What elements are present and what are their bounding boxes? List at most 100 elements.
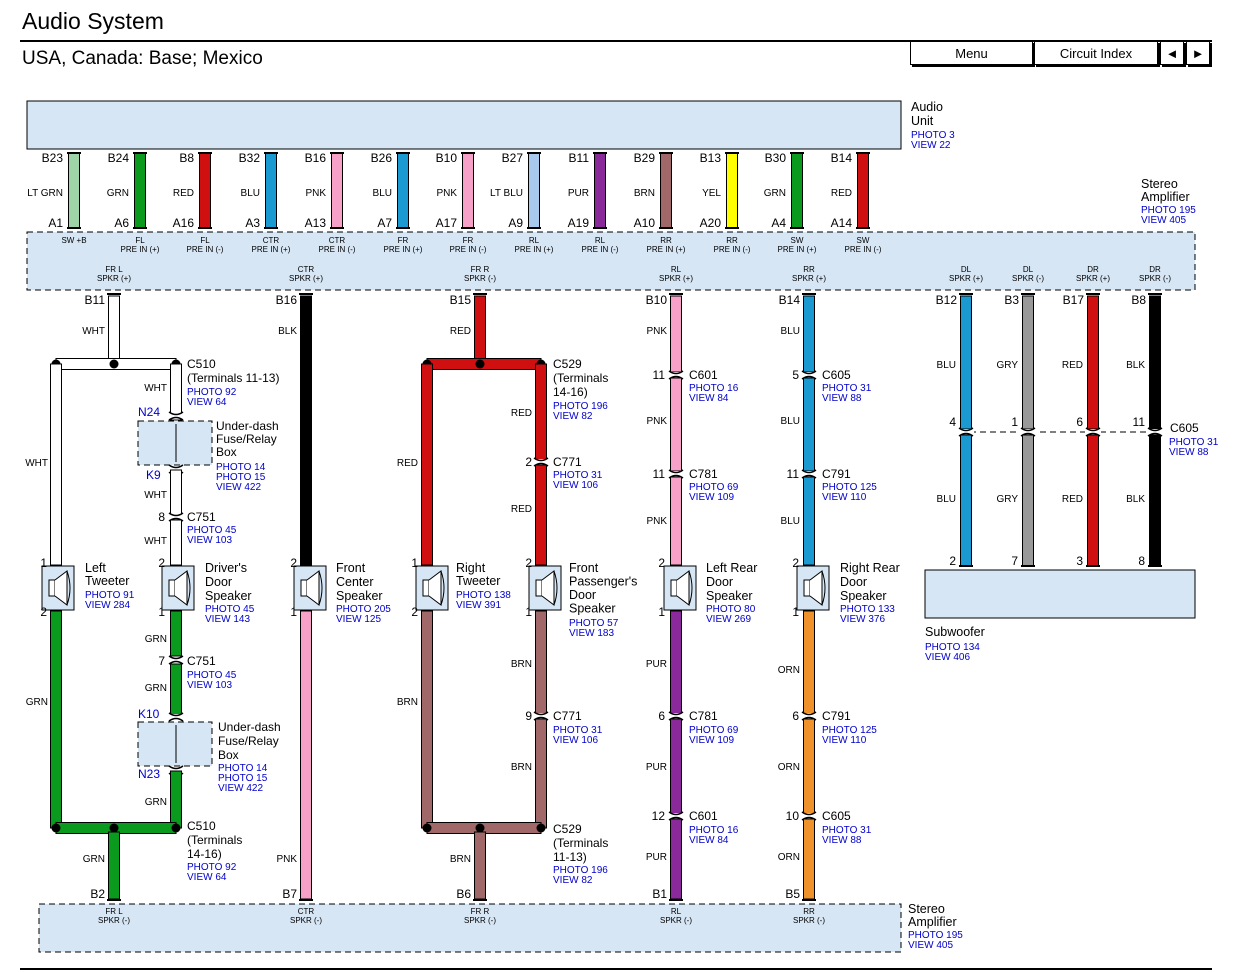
- input-wire-B27: [528, 152, 540, 229]
- amp-output-pin: B12: [936, 293, 958, 307]
- wire-rr-4: [803, 610, 815, 715]
- speaker-pin: 1: [290, 605, 297, 619]
- c781-top-ref: PHOTO 69: [689, 482, 739, 493]
- speaker-cone: [54, 570, 68, 606]
- amp-input-label: PRE IN (-): [582, 245, 619, 254]
- wire-color-label: BLU: [781, 516, 800, 527]
- left-tweeter-icon: [41, 565, 75, 611]
- wire-fr-l-minus: [108, 831, 120, 900]
- wire-dd-grn-1: [170, 610, 182, 657]
- connector-break: [168, 767, 184, 773]
- wire-color-label: RED: [511, 408, 532, 419]
- wire-fr-r-minus: [474, 831, 486, 900]
- front-center-label: Speaker: [336, 589, 383, 603]
- wire-rl-1: [670, 295, 682, 373]
- amp-output-label: FR L: [105, 265, 123, 274]
- amp-bottom-input-label: SPKR (-): [290, 916, 322, 925]
- wire-color-label: PUR: [568, 188, 589, 199]
- left-rear-door-label: Door: [706, 575, 733, 589]
- c781-bot-label: C781: [689, 709, 718, 723]
- wire-color-label: BRN: [450, 854, 471, 865]
- input-wire-B13: [726, 152, 738, 229]
- c529-top-sub: (Terminals: [553, 371, 608, 385]
- c529-bot-label: C529: [553, 822, 582, 836]
- audio-pin-label: B32: [239, 151, 261, 165]
- amp-top-ref: PHOTO 195: [1141, 205, 1196, 216]
- speaker-pin: 2: [411, 605, 418, 619]
- splice-dot: [422, 823, 432, 833]
- wire-color-label: BRN: [511, 762, 532, 773]
- next-page-button[interactable]: ►: [1186, 41, 1210, 65]
- passenger-door-ref: PHOTO 57: [569, 618, 619, 629]
- amp-output-label: CTR: [298, 265, 315, 274]
- connector-break: [1147, 429, 1163, 435]
- page-title: Audio System: [22, 8, 164, 34]
- c791-top-label: C791: [822, 467, 851, 481]
- audio-pin-label: B10: [436, 151, 458, 165]
- amp-pin-label: A9: [508, 216, 523, 230]
- stereo-amplifier-bottom-box: [38, 903, 902, 953]
- connector-arc: [1085, 427, 1101, 432]
- amp-input-label: FR: [463, 236, 474, 245]
- connector-arc: [668, 711, 684, 716]
- left-tweeter-label: Tweeter: [85, 574, 129, 588]
- amp-input-label: PRE IN (-): [714, 245, 751, 254]
- c751-bot-label: C751: [187, 654, 216, 668]
- audio-pin-label: B26: [371, 151, 393, 165]
- amp-bottom-input-label: SPKR (-): [464, 916, 496, 925]
- speaker-magnet: [422, 579, 430, 597]
- amp-bottom-input-label: RL: [671, 907, 682, 916]
- amp-pin-label: A4: [771, 216, 786, 230]
- c791-top-ref: PHOTO 125: [822, 482, 877, 493]
- amp-bottom-pin: B1: [652, 887, 667, 901]
- amp-output-label: FR R: [471, 265, 490, 274]
- c605-top-label: C605: [822, 368, 851, 382]
- speaker-magnet: [168, 579, 176, 597]
- speaker-coil: [553, 570, 558, 606]
- subwoofer-label: Subwoofer: [925, 625, 985, 639]
- right-rear-door-ref: PHOTO 133: [840, 604, 895, 615]
- menu-button[interactable]: Menu: [910, 41, 1033, 65]
- wire-pd-brn-1: [535, 610, 547, 715]
- amp-pin-label: A14: [831, 216, 853, 230]
- wire-color-label: BRN: [634, 188, 655, 199]
- connector-arc: [668, 370, 684, 375]
- audio-pin-label: B11: [569, 151, 590, 165]
- right-rear-door-label: Right Rear: [840, 561, 900, 575]
- prev-page-button[interactable]: ◄: [1160, 41, 1184, 65]
- circuit-index-button[interactable]: Circuit Index: [1034, 41, 1158, 65]
- connector-arc: [958, 427, 974, 432]
- amp-pin-label: A7: [377, 216, 392, 230]
- wire-color-label: ORN: [778, 762, 800, 773]
- wire-sub-upper: [1087, 295, 1099, 430]
- c781-bot-ref: PHOTO 69: [689, 725, 739, 736]
- speaker-pin: 2: [658, 556, 665, 570]
- wire-color-label: BLU: [937, 494, 956, 505]
- wire-color-label: BLU: [241, 188, 260, 199]
- subwoofer-ref: VIEW 406: [925, 652, 970, 663]
- amp-bottom-input-label: RR: [803, 907, 815, 916]
- speaker-pin: 2: [40, 605, 47, 619]
- amp-output-label: SPKR (-): [464, 274, 496, 283]
- c510-top-ref: PHOTO 92: [187, 387, 237, 398]
- connector-arc: [801, 811, 817, 816]
- wire-color-label: BLU: [781, 416, 800, 427]
- fuse-box-2-label: Box: [218, 748, 239, 762]
- connector-break: [668, 471, 684, 477]
- connector-break: [958, 429, 974, 435]
- fuse-box-2-ref: PHOTO 14: [218, 763, 268, 774]
- amp-input-label: PRE IN (+): [647, 245, 686, 254]
- c529-bot-sub: (Terminals: [553, 836, 608, 850]
- wire-left-tweeter-minus: [50, 610, 62, 829]
- speaker-coil: [66, 570, 71, 606]
- connector-arc: [168, 464, 184, 469]
- wire-color-label: BLK: [1126, 360, 1145, 371]
- left-rear-door-ref: VIEW 269: [706, 614, 751, 625]
- c605-sub-label: C605: [1170, 421, 1199, 435]
- drivers-door-label: Driver's: [205, 561, 247, 575]
- splice-dot: [109, 823, 119, 833]
- input-wire-B10: [462, 152, 474, 229]
- amp-output-label: DR: [1149, 265, 1161, 274]
- speaker-cone: [809, 570, 823, 606]
- connector-arc: [168, 717, 184, 722]
